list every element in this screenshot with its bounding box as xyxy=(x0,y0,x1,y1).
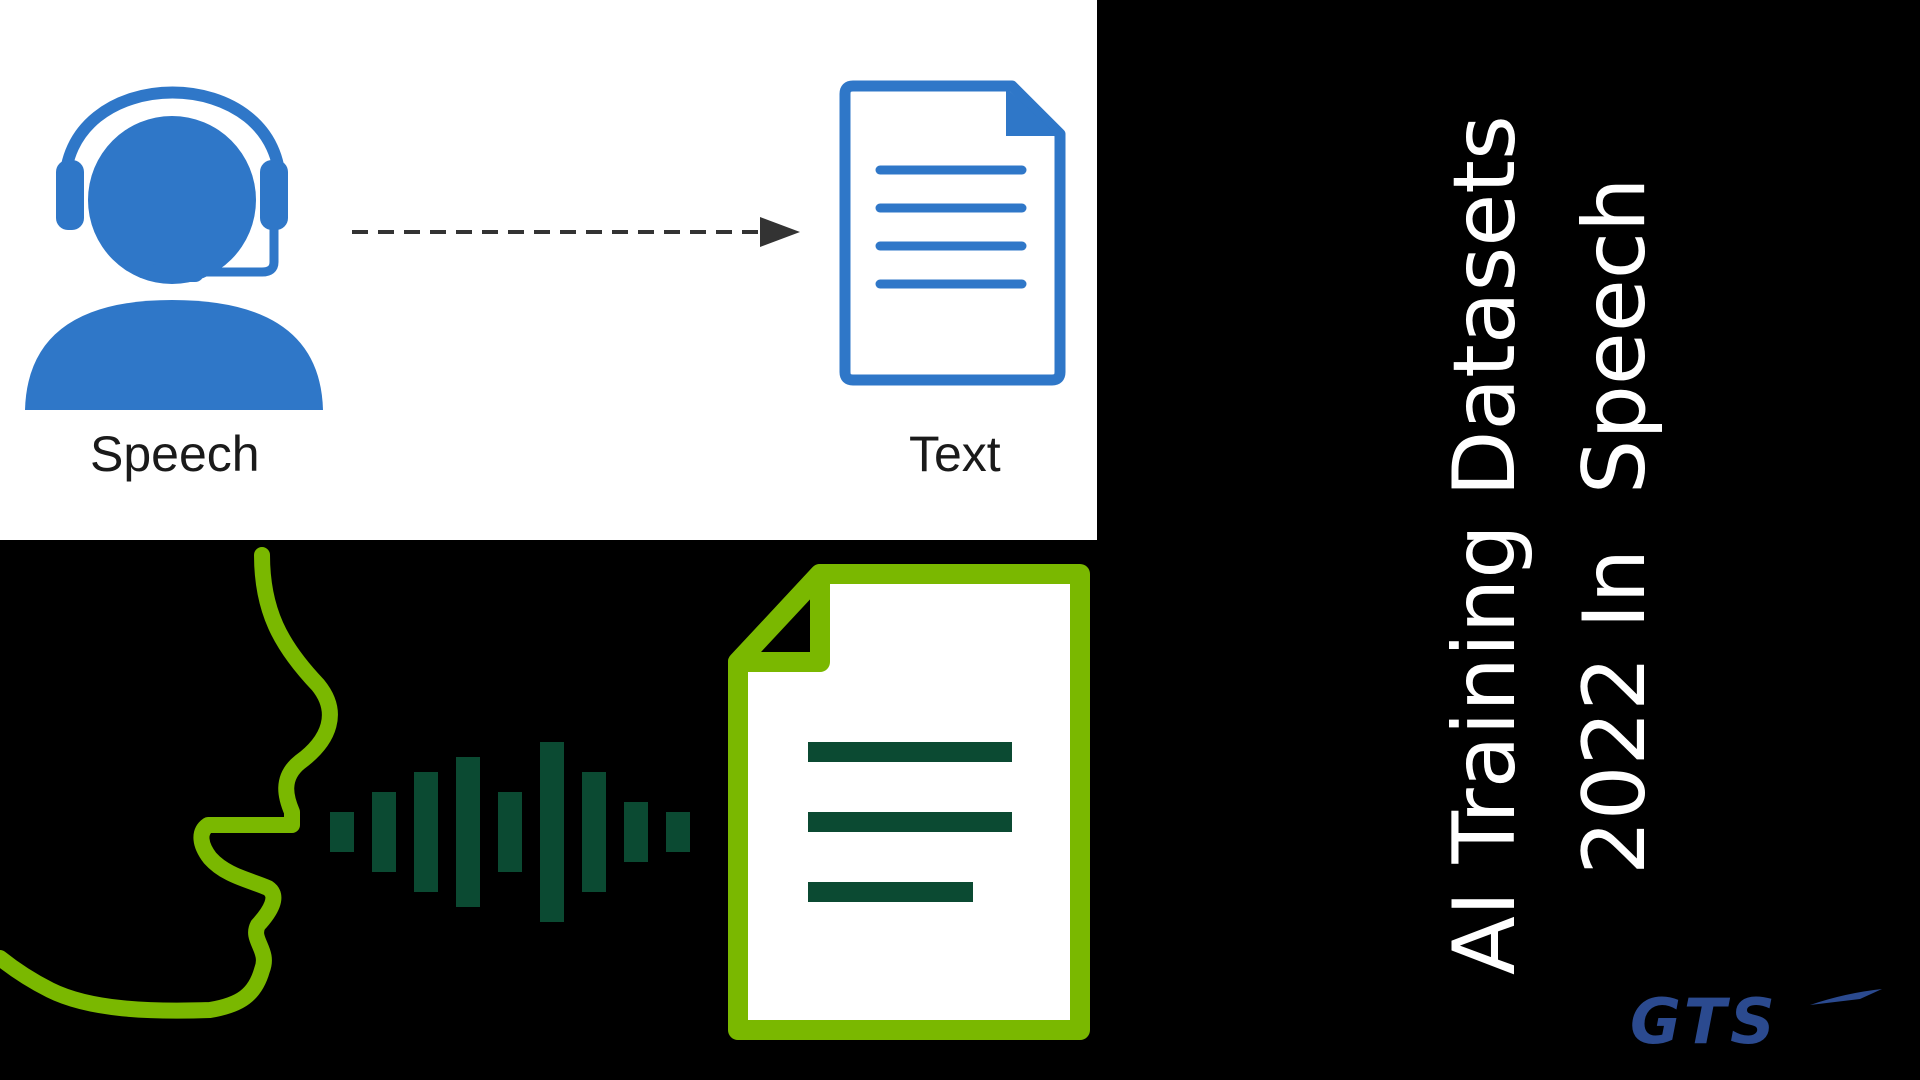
speech-to-text-diagram: Speech Text xyxy=(0,0,1097,540)
text-label: Text xyxy=(909,426,1001,482)
dashed-arrow-icon xyxy=(352,217,800,247)
logo-text: GTS xyxy=(1630,985,1779,1055)
page-title: AI Training Datasets 2022 In Speech xyxy=(1420,75,1680,975)
illustration-graphics xyxy=(0,547,1090,1040)
speech-label: Speech xyxy=(90,426,260,482)
speaking-face-icon xyxy=(0,547,338,1019)
title-line-2: 2022 In Speech xyxy=(1565,177,1665,875)
diagram-graphics xyxy=(25,80,1066,410)
voice-to-document-illustration xyxy=(0,540,1097,1080)
headset-person-icon xyxy=(25,86,323,410)
gts-logo: GTS xyxy=(1630,985,1882,1055)
logo-swoosh-icon xyxy=(1810,989,1882,1005)
sound-wave-icon xyxy=(330,742,690,922)
title-line-1: AI Training Datasets xyxy=(1435,115,1535,975)
document-icon xyxy=(728,564,1090,1040)
document-icon xyxy=(839,80,1066,386)
